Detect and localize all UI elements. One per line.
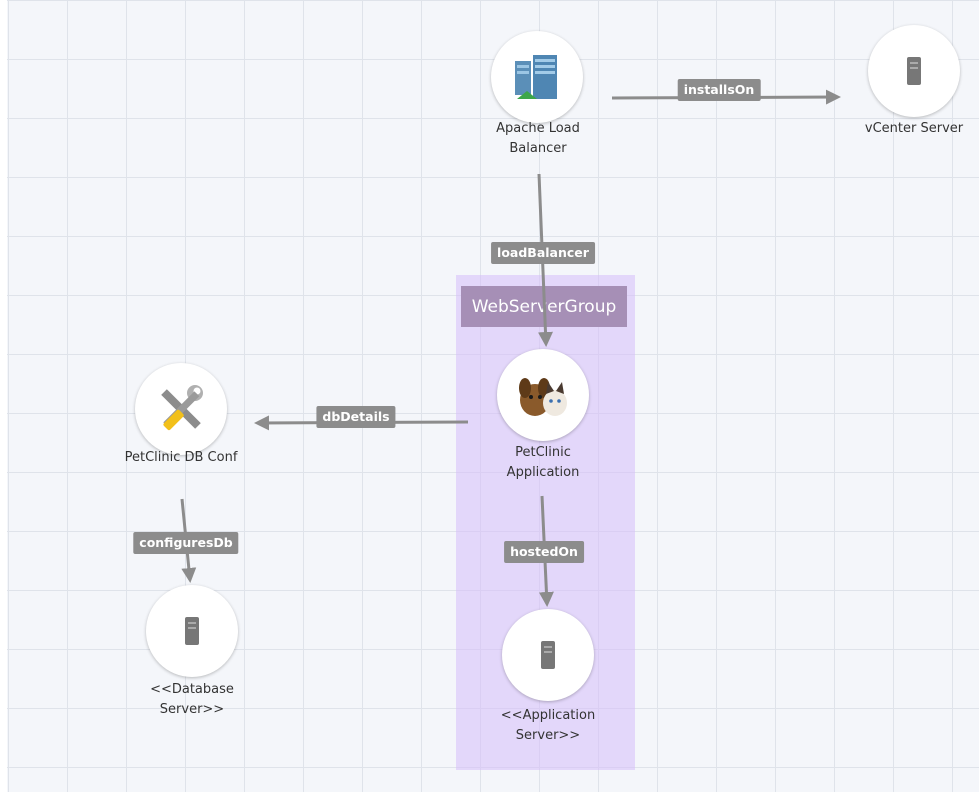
node-label-dbconf: PetClinic DB Conf — [111, 448, 251, 468]
canvas-border — [0, 0, 7, 792]
node-petclinic-application[interactable] — [497, 349, 589, 441]
load-balancer-icon — [515, 55, 557, 99]
node-label-line: PetClinic — [515, 445, 571, 460]
node-label-line: Balancer — [509, 141, 567, 156]
server-icon — [185, 617, 199, 645]
node-petclinic-db-conf[interactable] — [135, 363, 227, 455]
pets-icon — [519, 378, 567, 416]
node-label-vcenter: vCenter Server — [844, 119, 979, 139]
edge-label-configuresdb[interactable]: configuresDb — [133, 532, 239, 554]
node-vcenter-server[interactable] — [868, 25, 960, 117]
node-label-line: <<Application — [500, 708, 596, 723]
node-database-server[interactable] — [146, 585, 238, 677]
edge-label-hostedon[interactable]: hostedOn — [504, 541, 584, 563]
node-label-line: <<Database — [150, 682, 234, 697]
node-label-dbserver: <<Database Server>> — [122, 680, 262, 720]
node-application-server[interactable] — [502, 609, 594, 701]
node-apache-load-balancer[interactable] — [491, 31, 583, 123]
node-label-line: Apache Load — [496, 121, 580, 136]
edge-label-loadbalancer[interactable]: loadBalancer — [491, 242, 595, 264]
node-label-line: vCenter Server — [864, 121, 964, 136]
node-label-line: Application — [506, 465, 580, 480]
node-label-line: Server>> — [515, 728, 581, 743]
server-icon — [907, 57, 921, 85]
node-label-appserver: <<Application Server>> — [478, 706, 618, 746]
node-label-line: Server>> — [159, 702, 225, 717]
server-icon — [541, 641, 555, 669]
node-label-apache: Apache Load Balancer — [468, 119, 608, 159]
node-label-petclinic: PetClinic Application — [473, 443, 613, 483]
tools-icon — [161, 385, 203, 431]
edge-label-installson[interactable]: installsOn — [677, 79, 761, 101]
edge-label-dbdetails[interactable]: dbDetails — [316, 406, 396, 428]
node-label-line: PetClinic DB Conf — [124, 450, 238, 465]
